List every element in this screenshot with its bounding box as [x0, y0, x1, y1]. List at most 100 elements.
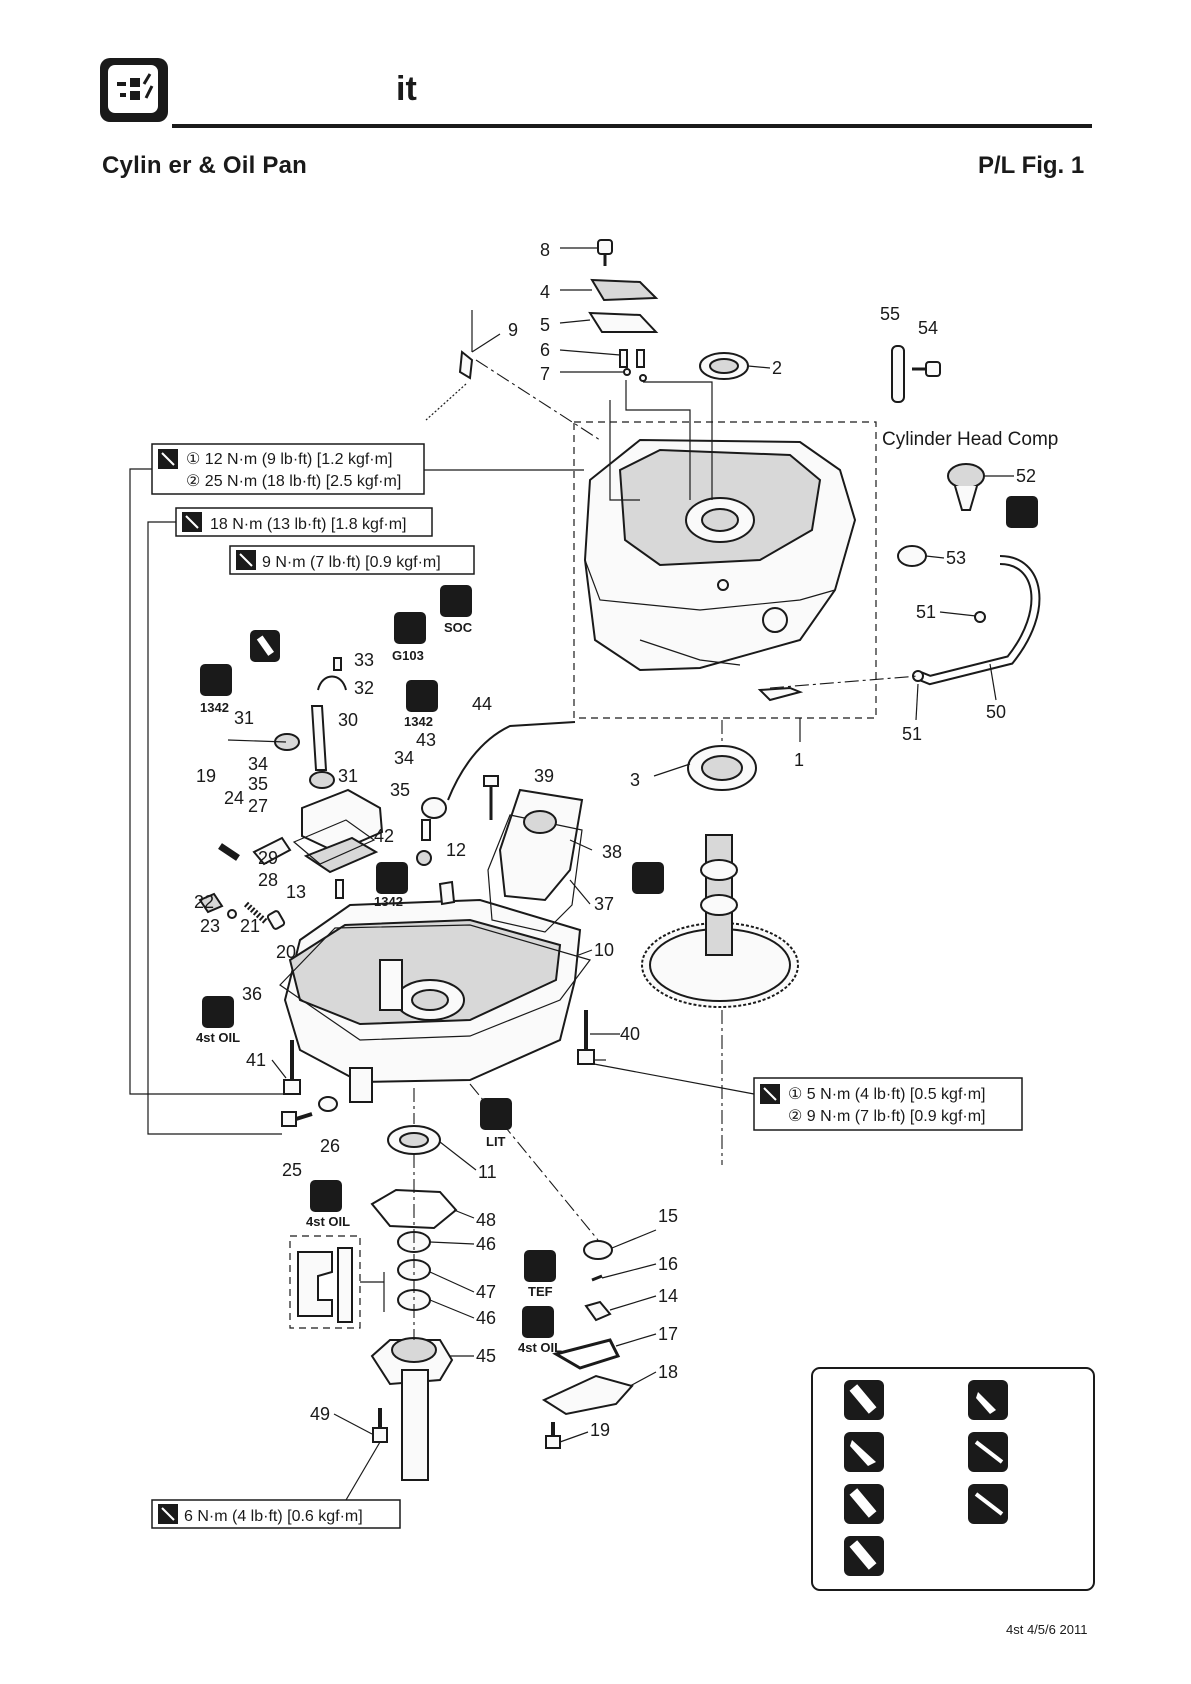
- callout-25: 25: [282, 1160, 302, 1180]
- figure-reference: P/L Fig. 1: [978, 152, 1085, 179]
- cover-18: [541, 1374, 634, 1416]
- callout-19b: 19: [590, 1420, 610, 1440]
- callout-46a: 46: [476, 1234, 496, 1254]
- callout-55: 55: [880, 304, 900, 324]
- svg-text:SOC: SOC: [444, 620, 473, 635]
- callout-15: 15: [658, 1206, 678, 1226]
- link-9: [425, 310, 474, 421]
- callout-47: 47: [476, 1282, 496, 1302]
- lube-tag-camshaft: [632, 862, 664, 894]
- seal-detail-box: [289, 1235, 361, 1329]
- lube-tag-1342-a: 1342: [200, 664, 232, 715]
- lubricant-legend-box: [811, 1367, 1095, 1591]
- pin-13: [335, 879, 344, 899]
- callout-18: 18: [658, 1362, 678, 1382]
- oil-pan-10: [283, 898, 582, 1103]
- cylinder-head-comp-label: Cylinder Head Comp: [882, 429, 1058, 450]
- callout-leaders: [227, 247, 1014, 1443]
- lube-tag-soc: SOC: [440, 585, 473, 635]
- svg-text:② 9 N·m (7 lb·ft) [0.9 kgf·m]: ② 9 N·m (7 lb·ft) [0.9 kgf·m]: [788, 1108, 985, 1125]
- chapter-icon: [100, 58, 168, 122]
- lube-tag-4st-oil-b: 4st OIL: [306, 1180, 350, 1229]
- svg-text:② 25 N·m (18 lb·ft) [2.5 kgf·m: ② 25 N·m (18 lb·ft) [2.5 kgf·m]: [186, 473, 401, 490]
- torque-box-t5: 6 N·m (4 lb·ft) [0.6 kgf·m]: [151, 1499, 401, 1529]
- callout-21: 21: [240, 916, 260, 936]
- svg-text:① 12 N·m (9 lb·ft) [1.2 kgf·m]: ① 12 N·m (9 lb·ft) [1.2 kgf·m]: [186, 451, 392, 468]
- pin-16: [591, 1274, 603, 1282]
- svg-text:G103: G103: [392, 648, 424, 663]
- callout-42: 42: [374, 826, 394, 846]
- callout-39: 39: [534, 766, 554, 786]
- o-ring-17: [552, 1338, 621, 1370]
- callout-13: 13: [286, 882, 306, 902]
- lube-tag-4st-oil-a: 4st OIL: [196, 996, 240, 1045]
- svg-text:18 N·m (13 lb·ft) [1.8 kgf·m]: 18 N·m (13 lb·ft) [1.8 kgf·m]: [210, 516, 407, 533]
- callout-7: 7: [540, 364, 550, 384]
- oil-sensor-43: [416, 721, 576, 906]
- svg-text:① 5 N·m (4 lb·ft) [0.5 kgf·m]: ① 5 N·m (4 lb·ft) [0.5 kgf·m]: [788, 1086, 985, 1103]
- washer-26: [318, 1096, 338, 1112]
- bolt-25: [281, 1111, 313, 1127]
- relief-valve-parts: [198, 892, 286, 930]
- callout-44: 44: [472, 694, 492, 714]
- callout-10: 10: [594, 940, 614, 960]
- torque-box-t3: 9 N·m (7 lb·ft) [0.9 kgf·m]: [229, 545, 475, 575]
- torque-box-t1: ① 12 N·m (9 lb·ft) [1.2 kgf·m] ② 25 N·m …: [151, 443, 425, 495]
- callout-35a: 35: [248, 774, 268, 794]
- bolt-49: [372, 1408, 388, 1443]
- callout-12: 12: [446, 840, 466, 860]
- callout-24: 24: [224, 788, 244, 808]
- top-cover-parts: [588, 239, 659, 382]
- callout-45: 45: [476, 1346, 496, 1366]
- cylinder-block: [583, 438, 857, 702]
- callout-27: 27: [248, 796, 268, 816]
- callout-26: 26: [320, 1136, 340, 1156]
- callout-3: 3: [630, 770, 640, 790]
- callout-51b: 51: [902, 724, 922, 744]
- callout-48: 48: [476, 1210, 496, 1230]
- part-55: [891, 345, 905, 403]
- breather-assembly: [274, 657, 384, 874]
- lube-tag-1342-c: 1342: [374, 862, 408, 909]
- footer-model-year: 4st 4/5/6 2011: [1006, 1622, 1088, 1637]
- callout-34b: 34: [394, 748, 414, 768]
- torque-box-t2: 18 N·m (13 lb·ft) [1.8 kgf·m]: [175, 507, 433, 537]
- bolt-54: [912, 361, 941, 377]
- chapter-title: it: [396, 70, 417, 108]
- svg-text:4st OIL: 4st OIL: [518, 1340, 562, 1355]
- gasket-36: [279, 924, 591, 1041]
- callout-31b: 31: [338, 766, 358, 786]
- callout-54: 54: [918, 318, 938, 338]
- svg-text:1342: 1342: [374, 894, 403, 909]
- bolt-40: [577, 1010, 595, 1065]
- callout-33: 33: [354, 650, 374, 670]
- gasket-48: [370, 1188, 458, 1230]
- callout-43: 43: [416, 730, 436, 750]
- callout-41: 41: [246, 1050, 266, 1070]
- callout-5: 5: [540, 315, 550, 335]
- callout-51a: 51: [916, 602, 936, 622]
- housing-45: [370, 1337, 454, 1481]
- bolt-39: [483, 775, 499, 820]
- cylinder-head-comp-box: [573, 421, 877, 719]
- camshaft-gear: [641, 834, 799, 1165]
- callout-11: 11: [478, 1162, 497, 1182]
- callout-20: 20: [276, 942, 296, 962]
- callout-49: 49: [310, 1404, 330, 1424]
- bolt-41: [283, 1040, 301, 1095]
- svg-text:6 N·m (4 lb·ft) [0.6 kgf·m]: 6 N·m (4 lb·ft) [0.6 kgf·m]: [184, 1508, 363, 1525]
- gasket-37: [487, 814, 583, 933]
- callout-23: 23: [200, 916, 220, 936]
- callout-17: 17: [658, 1324, 678, 1344]
- bolt-19b: [545, 1422, 561, 1449]
- bolt-19-plate-24: [218, 836, 292, 866]
- header-rule: [172, 124, 1092, 128]
- callout-22: 22: [194, 892, 214, 912]
- torque-box-t4: ① 5 N·m (4 lb·ft) [0.5 kgf·m] ② 9 N·m (7…: [753, 1077, 1023, 1131]
- rotor-15: [583, 1240, 613, 1260]
- callout-36: 36: [242, 984, 262, 1004]
- lube-tag-lit: LIT: [480, 1098, 512, 1149]
- callout-50: 50: [986, 702, 1006, 722]
- callout-31a: 31: [234, 708, 254, 728]
- legend-icons: [844, 1380, 1008, 1576]
